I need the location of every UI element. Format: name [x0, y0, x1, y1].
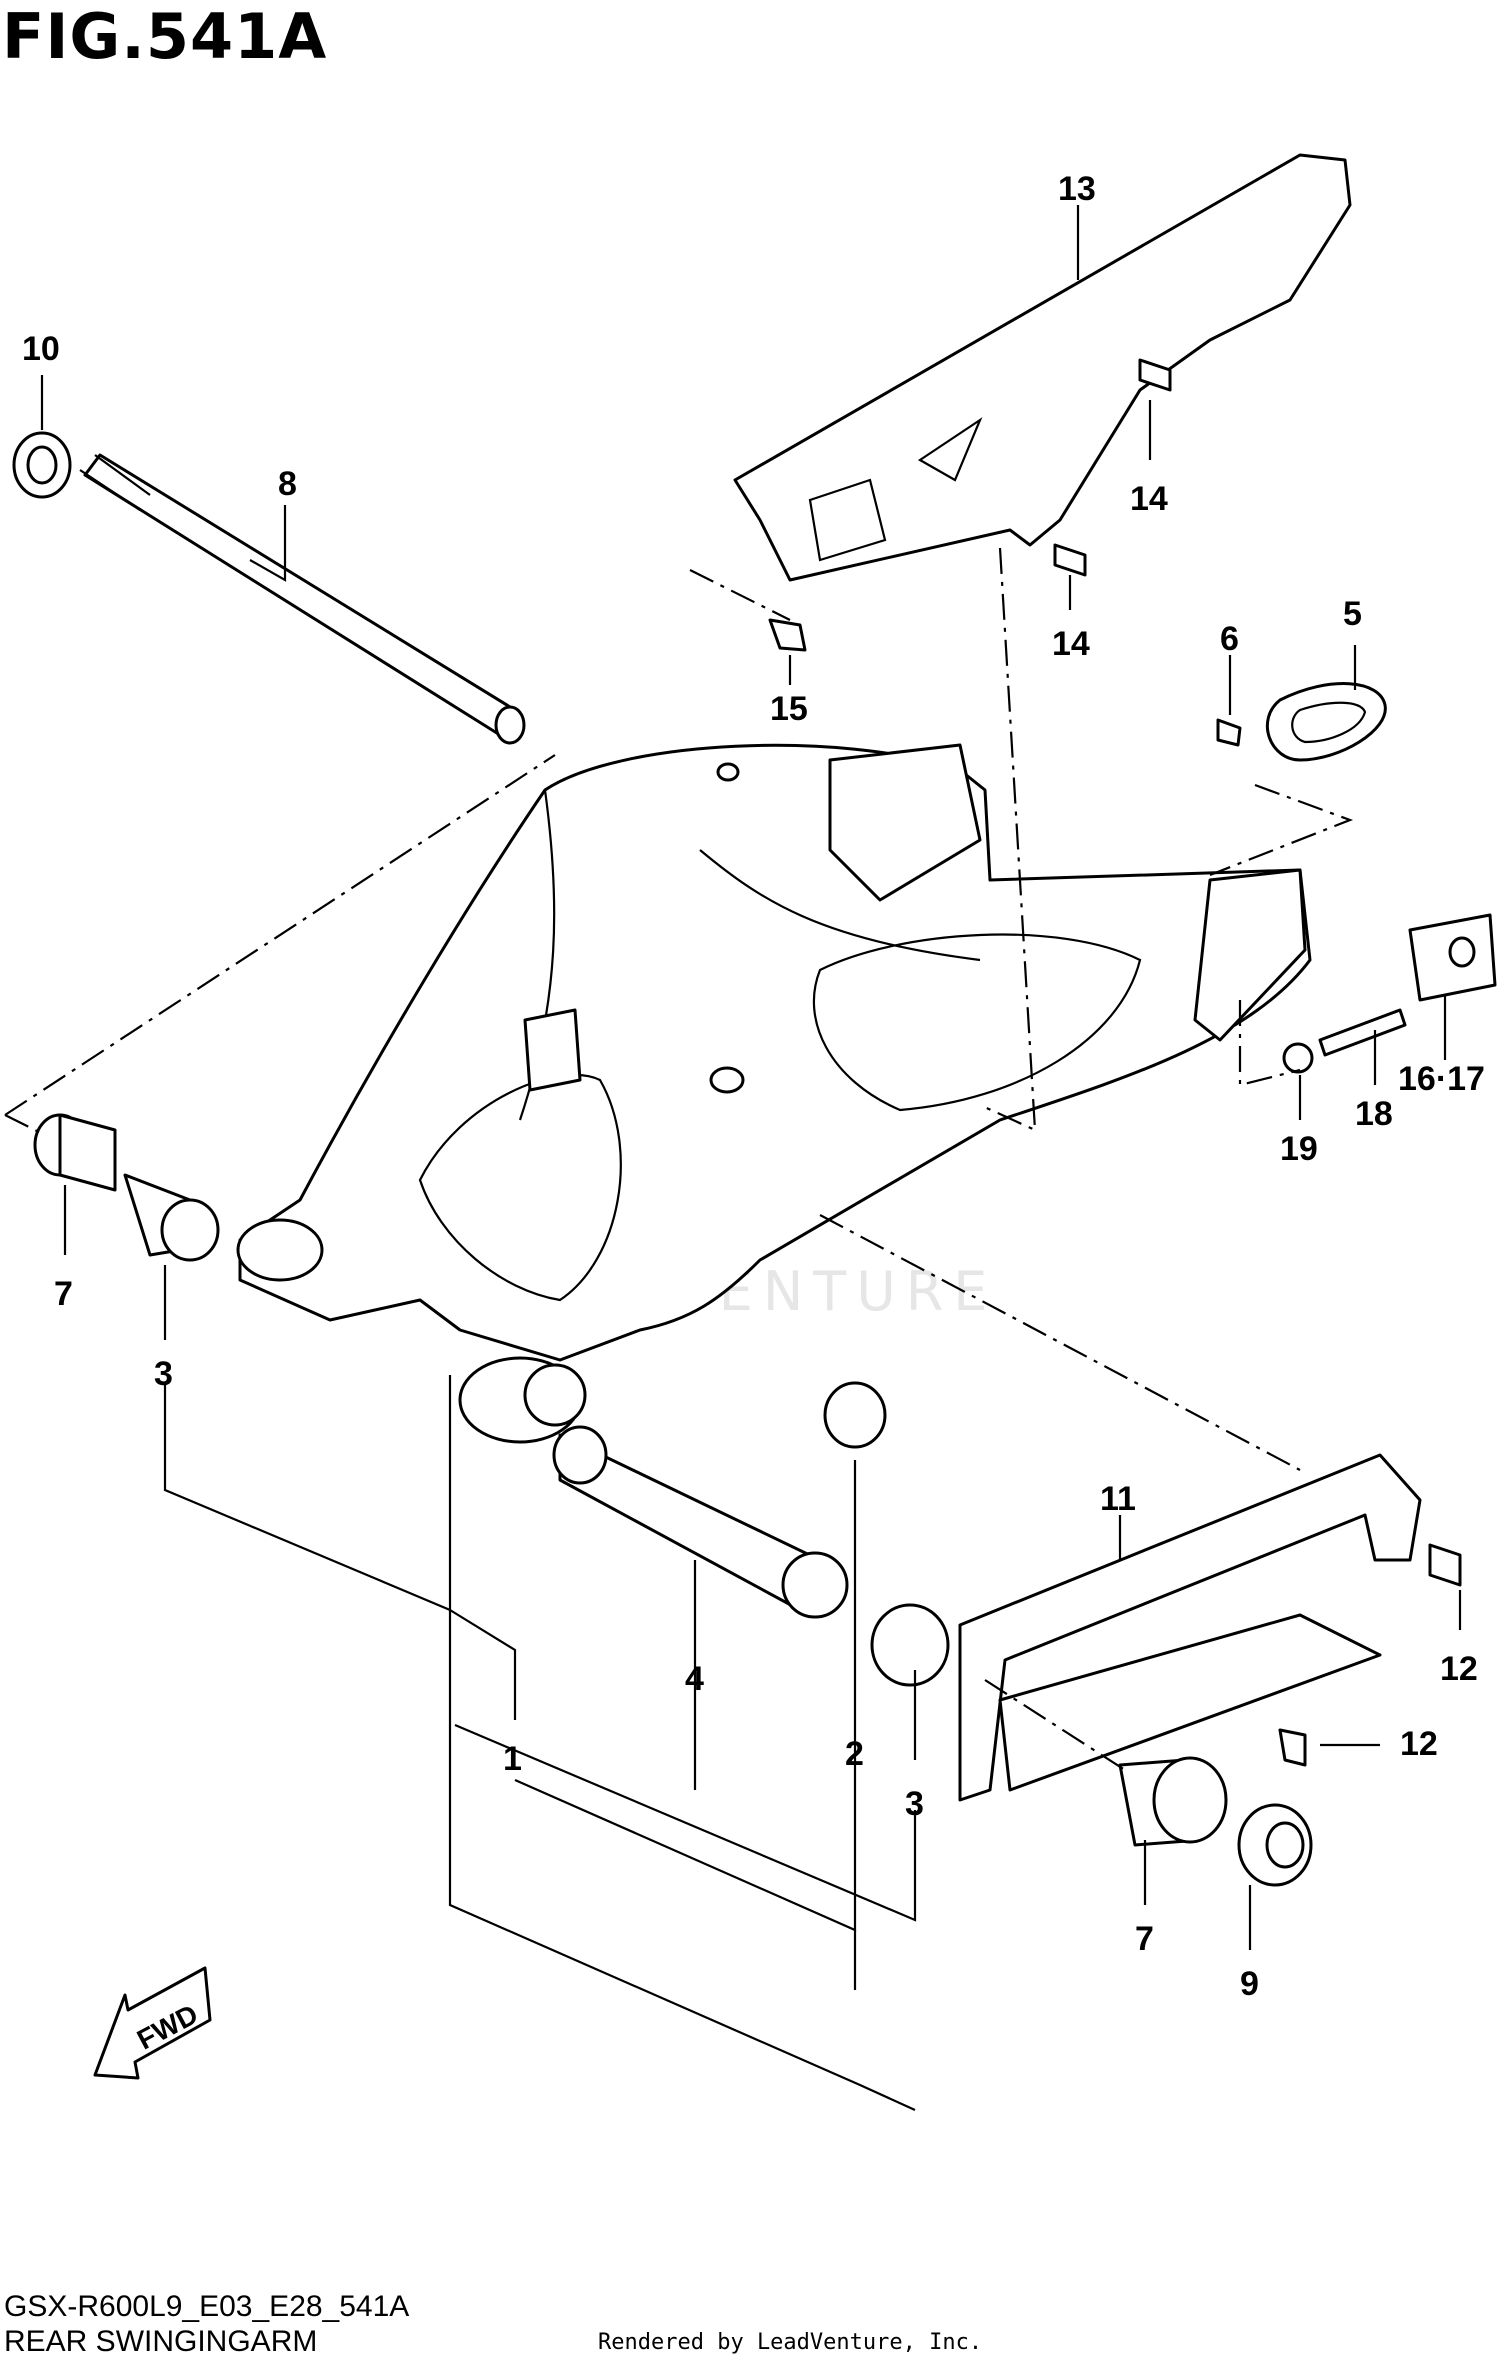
bolt-6	[1216, 718, 1242, 747]
chain-guard	[733, 153, 1352, 582]
callout-7-left: 7	[54, 1275, 73, 1313]
callout-5: 5	[1343, 595, 1362, 633]
locknut	[12, 431, 72, 499]
callout-8: 8	[278, 465, 297, 503]
callout-14-upper: 14	[1130, 480, 1168, 518]
callout-6: 6	[1220, 620, 1239, 658]
swingarm-body	[236, 743, 1312, 1444]
needle-bearing	[823, 1381, 887, 1449]
callouts: 10 8 7 3 1 4 2 3 11 12 12 7 9 13 14 14 1…	[22, 170, 1485, 2003]
bolt-12-upper	[1428, 1543, 1462, 1587]
spacer-right	[1118, 1756, 1228, 1847]
figure-title: FIG.541A	[2, 0, 328, 73]
callout-3-right: 3	[905, 1785, 924, 1823]
callout-19: 19	[1280, 1130, 1318, 1168]
callout-10: 10	[22, 330, 60, 368]
model-code: GSX-R600L9_E03_E28_541A	[4, 2290, 410, 2323]
adjuster-block	[1408, 913, 1497, 1002]
collar	[552, 1425, 849, 1619]
bearing-left	[123, 1173, 220, 1262]
callout-15: 15	[770, 690, 808, 728]
callout-12-upper: 12	[1440, 1650, 1478, 1688]
callout-9: 9	[1240, 1965, 1259, 2003]
callout-16-17: 16·17	[1398, 1060, 1485, 1098]
section-name: REAR SWINGINGARM	[4, 2325, 318, 2358]
adjuster-plate	[1265, 682, 1387, 762]
callout-4: 4	[685, 1660, 704, 1698]
callout-7-right: 7	[1135, 1920, 1154, 1958]
fwd-arrow: FWD	[93, 1966, 212, 2080]
chain-buffer	[958, 1453, 1422, 1802]
callout-13: 13	[1058, 170, 1096, 208]
render-credit: Rendered by LeadVenture, Inc.	[598, 2330, 983, 2355]
callout-18: 18	[1355, 1095, 1393, 1133]
leader-lines	[4, 205, 1462, 2112]
bearing-right	[870, 1603, 950, 1687]
bolt-14-upper	[1138, 358, 1172, 392]
bolt-14-lower	[1053, 543, 1087, 577]
callout-2: 2	[845, 1735, 864, 1773]
pivot-nut	[1237, 1803, 1313, 1887]
bolt-12-lower	[1278, 1728, 1307, 1767]
callout-12-lower: 12	[1400, 1725, 1438, 1763]
adjuster-bolt	[1318, 1008, 1407, 1057]
callout-3-left: 3	[154, 1355, 173, 1393]
callout-14-lower: 14	[1052, 625, 1090, 663]
callout-11: 11	[1100, 1480, 1136, 1518]
bolt-15	[768, 618, 807, 652]
callout-1: 1	[503, 1740, 522, 1778]
spacer-left	[33, 1113, 117, 1192]
adjuster-nut	[1282, 1042, 1314, 1074]
pivot-shaft	[79, 453, 526, 745]
